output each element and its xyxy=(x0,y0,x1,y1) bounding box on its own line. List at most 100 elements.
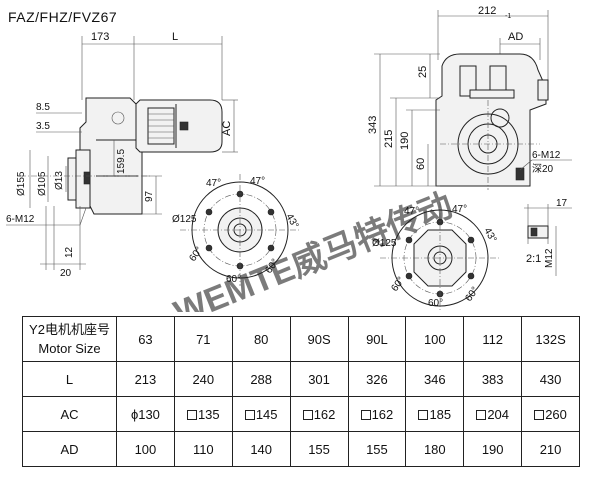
technical-drawing: FAZ/FHZ/FVZ67 WEMTE威马特传动 173 L A xyxy=(6,5,572,312)
flange-right-dia-125: Ø125 xyxy=(372,238,397,249)
table-cell: 162 xyxy=(289,396,349,432)
header-line-en: Motor Size xyxy=(38,341,101,356)
dim-212: 212 xyxy=(478,5,496,17)
dim-AD: AD xyxy=(508,31,523,43)
key-dim-17: 17 xyxy=(556,198,568,209)
size-cell: 90L xyxy=(347,316,407,362)
table-cell: 204 xyxy=(463,396,523,432)
dim-L: L xyxy=(172,31,178,43)
cell-value: 145 xyxy=(255,406,278,422)
table-row-L: L 213 240 288 301 326 346 383 430 xyxy=(22,361,580,397)
dim-8-5: 8.5 xyxy=(36,102,50,113)
flange-right-angle-47b: 47° xyxy=(452,204,467,215)
table-cell: ϕ130 xyxy=(116,396,175,432)
key-dim-m12: M12 xyxy=(544,248,555,268)
flange-right-angle-43: 43° xyxy=(481,226,498,245)
cell-value: 204 xyxy=(487,406,510,422)
table-cell: 383 xyxy=(463,361,523,397)
table-cell: 155 xyxy=(347,431,407,467)
key-detail: 17 M12 2:1 xyxy=(524,198,572,276)
dim-190: 190 xyxy=(399,132,411,150)
flange-right-angle-60c: 60° xyxy=(463,285,481,304)
flange-left-angle-47b: 47° xyxy=(250,176,265,187)
table-cell: 326 xyxy=(347,361,407,397)
dim-dia-13: Ø13 xyxy=(54,171,65,190)
size-cell: 90S xyxy=(289,316,349,362)
flange-left-angle-60a: 60° xyxy=(187,245,205,264)
dim-3-5: 3.5 xyxy=(36,121,50,132)
table-cell: 288 xyxy=(231,361,291,397)
row-label: L xyxy=(22,361,117,397)
dim-20: 20 xyxy=(60,268,72,279)
cell-value: ϕ130 xyxy=(130,406,160,422)
cell-value: 135 xyxy=(197,406,220,422)
size-cell: 80 xyxy=(231,316,291,362)
flange-left-dia-125: Ø125 xyxy=(172,214,197,225)
square-section-icon xyxy=(476,409,487,420)
cell-value: 260 xyxy=(545,406,567,422)
table-cell: 145 xyxy=(231,396,291,432)
flange-left-angle-47a: 47° xyxy=(206,178,221,189)
dim-159-5: 159.5 xyxy=(116,149,127,174)
table-cell: 135 xyxy=(173,396,233,432)
square-section-icon xyxy=(302,409,313,420)
table-cell: 180 xyxy=(405,431,465,467)
row-label: AD xyxy=(22,431,117,467)
table-cell: 430 xyxy=(521,361,580,397)
flange-right-angle-60b: 60° xyxy=(428,298,443,309)
thread-6-m12: 6-M12 xyxy=(532,150,561,161)
table-cell: 190 xyxy=(463,431,523,467)
table-cell: 140 xyxy=(231,431,291,467)
drawing-title: FAZ/FHZ/FVZ67 xyxy=(8,9,117,25)
size-cell: 71 xyxy=(173,316,233,362)
motor-size-table: Y2电机机座号 Motor Size 63 71 80 90S 90L 100 … xyxy=(22,316,580,467)
dim-12: 12 xyxy=(64,246,75,258)
dim-6-m12: 6-M12 xyxy=(6,214,35,225)
dim-60: 60 xyxy=(415,158,427,170)
table-cell: 100 xyxy=(116,431,175,467)
dim-215: 215 xyxy=(383,130,395,148)
table-cell: 213 xyxy=(116,361,175,397)
dim-343: 343 xyxy=(367,116,379,134)
table-cell: 162 xyxy=(347,396,407,432)
table-header-row: Y2电机机座号 Motor Size 63 71 80 90S 90L 100 … xyxy=(22,316,580,362)
flange-right-angle-47a: 47° xyxy=(404,206,419,217)
size-cell: 100 xyxy=(405,316,465,362)
size-cell: 63 xyxy=(116,316,175,362)
table-cell: 346 xyxy=(405,361,465,397)
table-cell: 260 xyxy=(521,396,580,432)
table-cell: 301 xyxy=(289,361,349,397)
dim-173: 173 xyxy=(91,31,109,43)
thread-depth: 深20 xyxy=(532,163,554,175)
table-cell: 210 xyxy=(521,431,580,467)
dim-AC: AC xyxy=(221,121,233,136)
dim-dia-105: Ø105 xyxy=(37,171,48,196)
side-view: 173 L AC 8.5 3.5 Ø155 Ø105 xyxy=(6,31,238,279)
front-view: 212 -1 AD 343 215 190 60 25 xyxy=(367,5,572,190)
flange-left-angle-60b: 60° xyxy=(226,274,241,285)
square-section-icon xyxy=(418,409,429,420)
size-cell: 132S xyxy=(521,316,580,362)
dim-212-tol: -1 xyxy=(505,13,511,20)
table-row-AD: AD 100 110 140 155 155 180 190 210 xyxy=(22,431,580,467)
dim-25: 25 xyxy=(417,66,429,78)
cell-value: 185 xyxy=(429,406,452,422)
cell-value: 162 xyxy=(313,406,336,422)
square-section-icon xyxy=(360,409,371,420)
square-section-icon xyxy=(244,409,255,420)
flange-right: 47° 47° 43° Ø125 60° 60° 60° xyxy=(372,202,500,312)
header-cell: Y2电机机座号 Motor Size xyxy=(22,316,117,362)
table-cell: 185 xyxy=(405,396,465,432)
table-cell: 155 xyxy=(289,431,349,467)
row-label: AC xyxy=(22,396,117,432)
cell-value: 162 xyxy=(371,406,394,422)
header-line-cn: Y2电机机座号 xyxy=(29,322,110,337)
table-cell: 110 xyxy=(173,431,233,467)
dim-97: 97 xyxy=(144,190,155,202)
key-scale-ratio: 2:1 xyxy=(526,253,541,265)
square-section-icon xyxy=(186,409,197,420)
square-section-icon xyxy=(534,409,545,420)
size-cell: 112 xyxy=(463,316,523,362)
dim-dia-155: Ø155 xyxy=(16,171,27,196)
table-cell: 240 xyxy=(173,361,233,397)
